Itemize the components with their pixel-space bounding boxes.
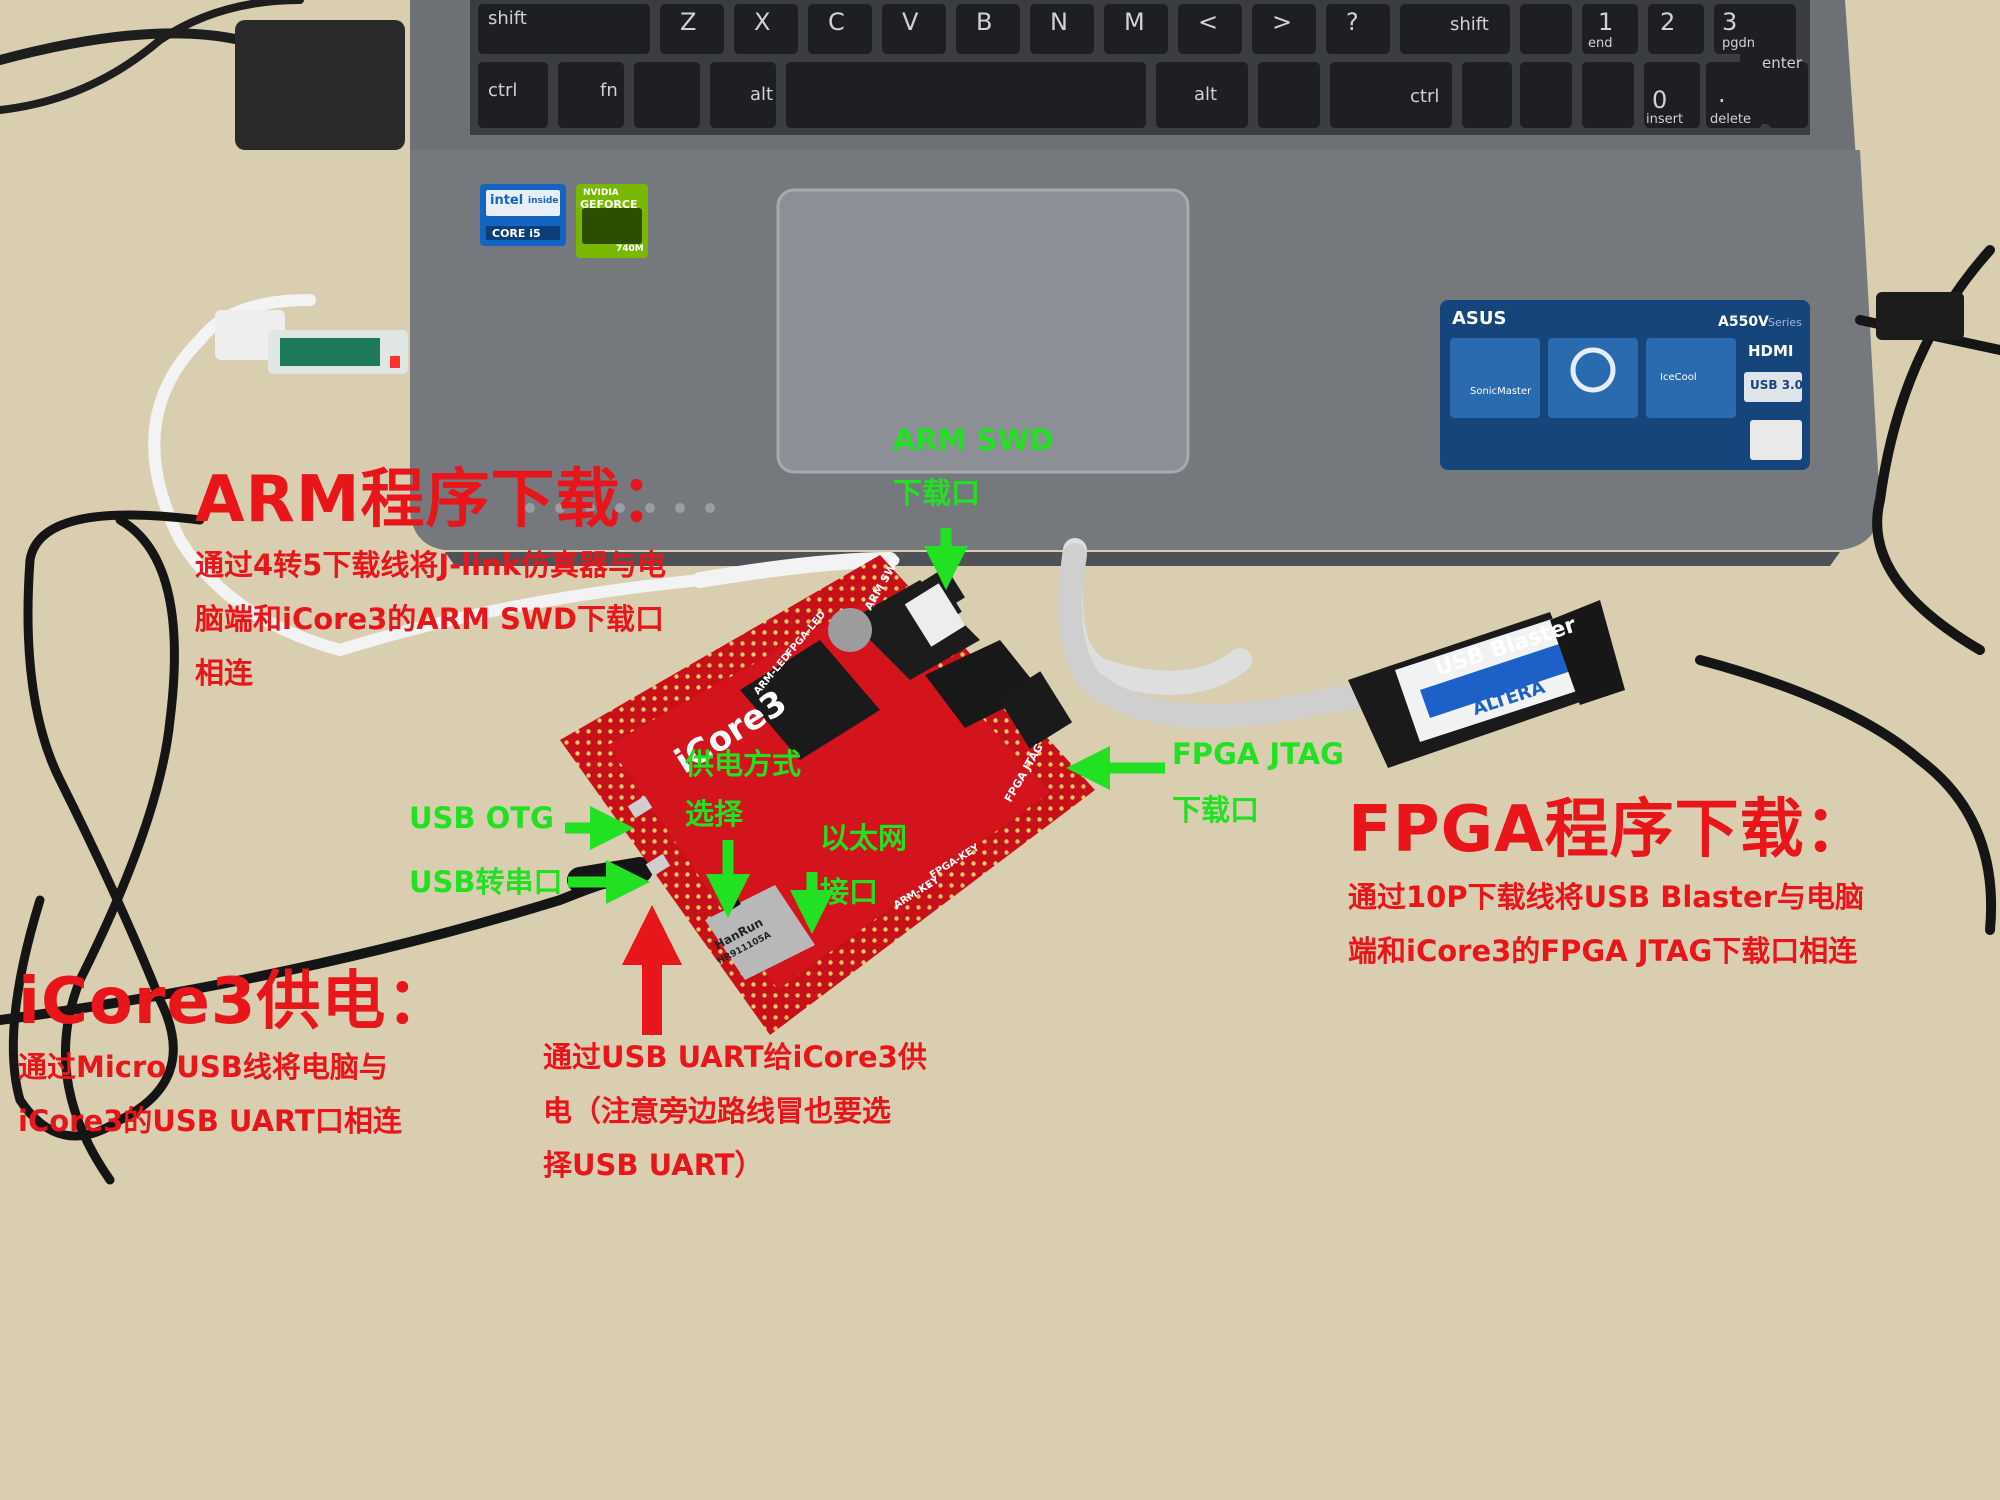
arm-download-title: ARM程序下载： xyxy=(195,463,686,537)
key-comma: < xyxy=(1198,8,1219,36)
key-enter: enter xyxy=(1762,54,1803,72)
intel-core-text: CORE i5 xyxy=(492,227,541,240)
key-c: C xyxy=(828,8,845,36)
power-select-label: 供电方式 xyxy=(685,747,802,781)
key-x: X xyxy=(754,8,771,36)
ethernet-label: 以太网 xyxy=(820,821,908,855)
arm-download-line-1: 通过4转5下载线将J-link仿真器与电 xyxy=(195,548,666,582)
intel-logo-text: intel xyxy=(490,193,524,208)
nvidia-text: NVIDIA xyxy=(583,188,619,198)
usb-serial-label: USB转串口 xyxy=(409,865,563,899)
key-alt-left: alt xyxy=(750,84,774,105)
nvidia-model-text: 740M xyxy=(616,244,644,254)
intel-inside-text: inside xyxy=(528,196,559,206)
fpga-jtag-label: FPGA JTAG xyxy=(1172,737,1344,771)
usb-otg-label: USB OTG xyxy=(409,801,554,835)
asus-usb3: USB 3.0 xyxy=(1750,378,1803,392)
asus-model: A550V xyxy=(1718,314,1769,330)
intel-sticker xyxy=(480,184,566,246)
asus-series: Series xyxy=(1768,316,1802,329)
keyboard-keys xyxy=(478,4,1808,128)
arm-download-line-2: 脑端和iCore3的ARM SWD下载口 xyxy=(195,602,664,636)
touchpad xyxy=(776,188,1190,474)
fpga-download-line-2: 端和iCore3的FPGA JTAG下载口相连 xyxy=(1348,934,1858,968)
key-ctrl-left: ctrl xyxy=(488,80,518,101)
arm-download-line-3: 相连 xyxy=(195,656,254,690)
key-period: > xyxy=(1272,8,1293,36)
key-b: B xyxy=(976,8,993,36)
key-numdot: . xyxy=(1718,80,1726,108)
key-num0: 0 xyxy=(1652,86,1668,114)
status-led-icons xyxy=(525,503,715,513)
arm-swd-sub-label: 下载口 xyxy=(893,476,981,510)
key-ctrl-right: ctrl xyxy=(1410,86,1440,107)
green-arrows xyxy=(565,528,1165,934)
power-line-2: iCore3的USB UART口相连 xyxy=(18,1104,402,1138)
asus-icecool: IceCool xyxy=(1660,372,1697,383)
power-select-sub-label: 选择 xyxy=(685,797,744,831)
ethernet-sub-label: 接口 xyxy=(820,875,879,909)
asus-hdmi: HDMI xyxy=(1748,342,1794,360)
uart-power-line-2: 电（注意旁边路线冒也要选 xyxy=(543,1094,892,1128)
key-insert-label: insert xyxy=(1646,112,1684,127)
key-m: M xyxy=(1124,8,1145,36)
key-delete-label: delete xyxy=(1710,112,1751,127)
key-slash: ? xyxy=(1346,8,1359,36)
key-end-label: end xyxy=(1588,36,1613,51)
key-num2: 2 xyxy=(1660,8,1676,36)
key-fn: fn xyxy=(600,80,618,101)
asus-sonicmaster: SonicMaster xyxy=(1470,386,1532,397)
arm-swd-label: ARM SWD xyxy=(893,423,1054,457)
geforce-text: GEFORCE xyxy=(580,198,638,211)
jlink-adapter xyxy=(215,310,408,374)
fpga-download-title: FPGA程序下载： xyxy=(1348,793,1870,867)
key-n: N xyxy=(1050,8,1068,36)
key-shift-right: shift xyxy=(1450,14,1489,35)
uart-power-line-3: 择USB UART） xyxy=(543,1148,764,1182)
key-z: Z xyxy=(680,8,697,36)
key-pgdn-label: pgdn xyxy=(1722,36,1755,51)
key-num3: 3 xyxy=(1722,8,1738,36)
key-shift-left: shift xyxy=(488,8,527,29)
uart-power-line-1: 通过USB UART给iCore3供 xyxy=(543,1040,927,1074)
key-num1: 1 xyxy=(1598,8,1614,36)
power-title: iCore3供电： xyxy=(18,965,452,1039)
nvidia-sticker xyxy=(576,184,648,258)
fpga-jtag-sub-label: 下载口 xyxy=(1172,793,1260,827)
power-line-1: 通过Micro USB线将电脑与 xyxy=(18,1050,388,1084)
key-v: V xyxy=(902,8,919,36)
fpga-download-line-1: 通过10P下载线将USB Blaster与电脑 xyxy=(1348,880,1864,914)
usb-blaster xyxy=(1348,600,1625,768)
asus-sticker xyxy=(1440,300,1810,470)
key-alt-right: alt xyxy=(1194,84,1218,105)
asus-brand: ASUS xyxy=(1452,308,1507,329)
